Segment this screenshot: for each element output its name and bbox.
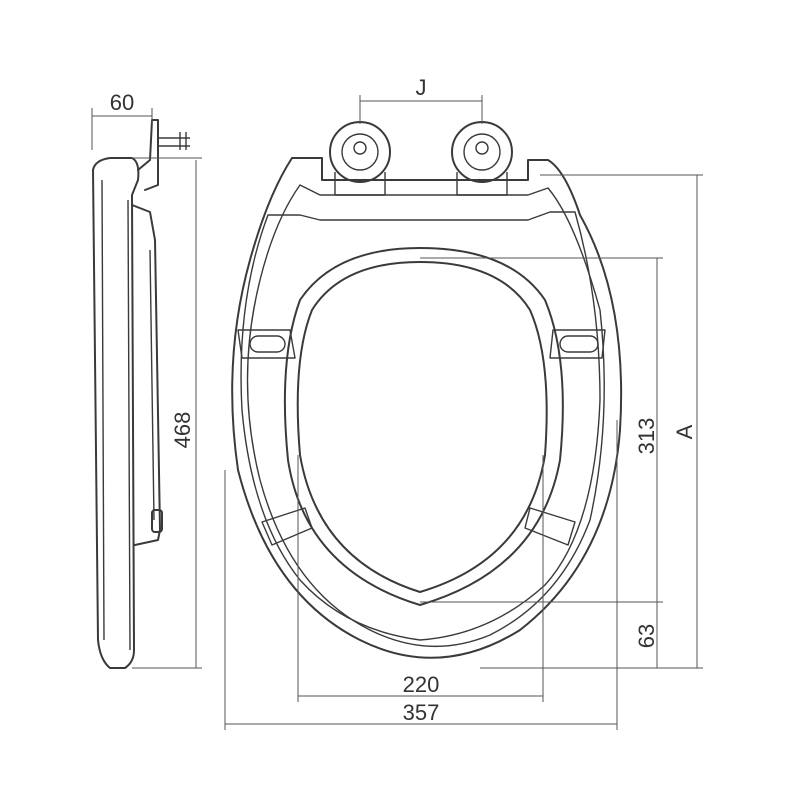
right-hinge xyxy=(451,121,513,196)
dim-hinge-spacing-line xyxy=(359,95,483,124)
top-view xyxy=(231,121,623,659)
dim-opening-length-line xyxy=(420,257,663,602)
side-ring-profile xyxy=(131,204,161,546)
dim-opening-width-label: 220 xyxy=(403,672,440,697)
right-hinge-outer xyxy=(451,121,513,183)
left-bumper-bottom xyxy=(261,507,313,546)
dim-overall-length-label: A xyxy=(672,424,697,439)
side-view xyxy=(92,119,190,669)
left-hinge-inner xyxy=(341,133,379,171)
left-hinge-bolt-icon xyxy=(353,141,367,155)
dimension-lines xyxy=(91,95,703,730)
dim-front-offset-label: 63 xyxy=(634,624,659,648)
right-bumper-top xyxy=(549,329,606,359)
dim-opening-width-line xyxy=(297,455,544,702)
side-hinge-bolt xyxy=(158,132,190,150)
side-bumper xyxy=(151,509,163,533)
side-seat-outline xyxy=(92,157,140,669)
side-lid-inner xyxy=(101,179,131,651)
side-hinge xyxy=(137,119,159,191)
dim-side-width-label: 60 xyxy=(110,90,134,115)
dim-side-width-line xyxy=(91,108,153,150)
ring-outer-outline xyxy=(240,211,601,641)
left-bumper-top xyxy=(237,329,296,359)
seat-outer-outline xyxy=(231,157,623,659)
dim-overall-width-label: 357 xyxy=(403,700,440,725)
side-ring-inner xyxy=(149,249,155,521)
seat-opening xyxy=(296,261,548,593)
left-hinge xyxy=(329,121,391,196)
right-hinge-base xyxy=(456,172,508,196)
dim-side-height-label: 468 xyxy=(170,412,195,449)
dim-overall-length-line xyxy=(480,174,703,669)
dimension-labels: 60 468 J A 313 63 220 357 xyxy=(110,75,697,725)
dim-side-height-line xyxy=(132,157,202,669)
left-hinge-outer xyxy=(329,121,391,183)
right-bumper-bottom xyxy=(524,507,576,546)
right-hinge-inner xyxy=(463,133,501,171)
seat-second-outline xyxy=(246,184,605,647)
dim-hinge-spacing-label: J xyxy=(416,75,427,100)
dim-front-offset-line xyxy=(420,601,663,668)
right-hinge-bolt-icon xyxy=(475,141,489,155)
left-bumper-slot xyxy=(249,335,286,353)
dim-overall-width-line xyxy=(224,420,618,730)
right-bumper-slot xyxy=(559,335,599,353)
dim-opening-length-label: 313 xyxy=(634,418,659,455)
left-hinge-base xyxy=(334,172,386,196)
ring-inner-rim xyxy=(283,247,564,606)
